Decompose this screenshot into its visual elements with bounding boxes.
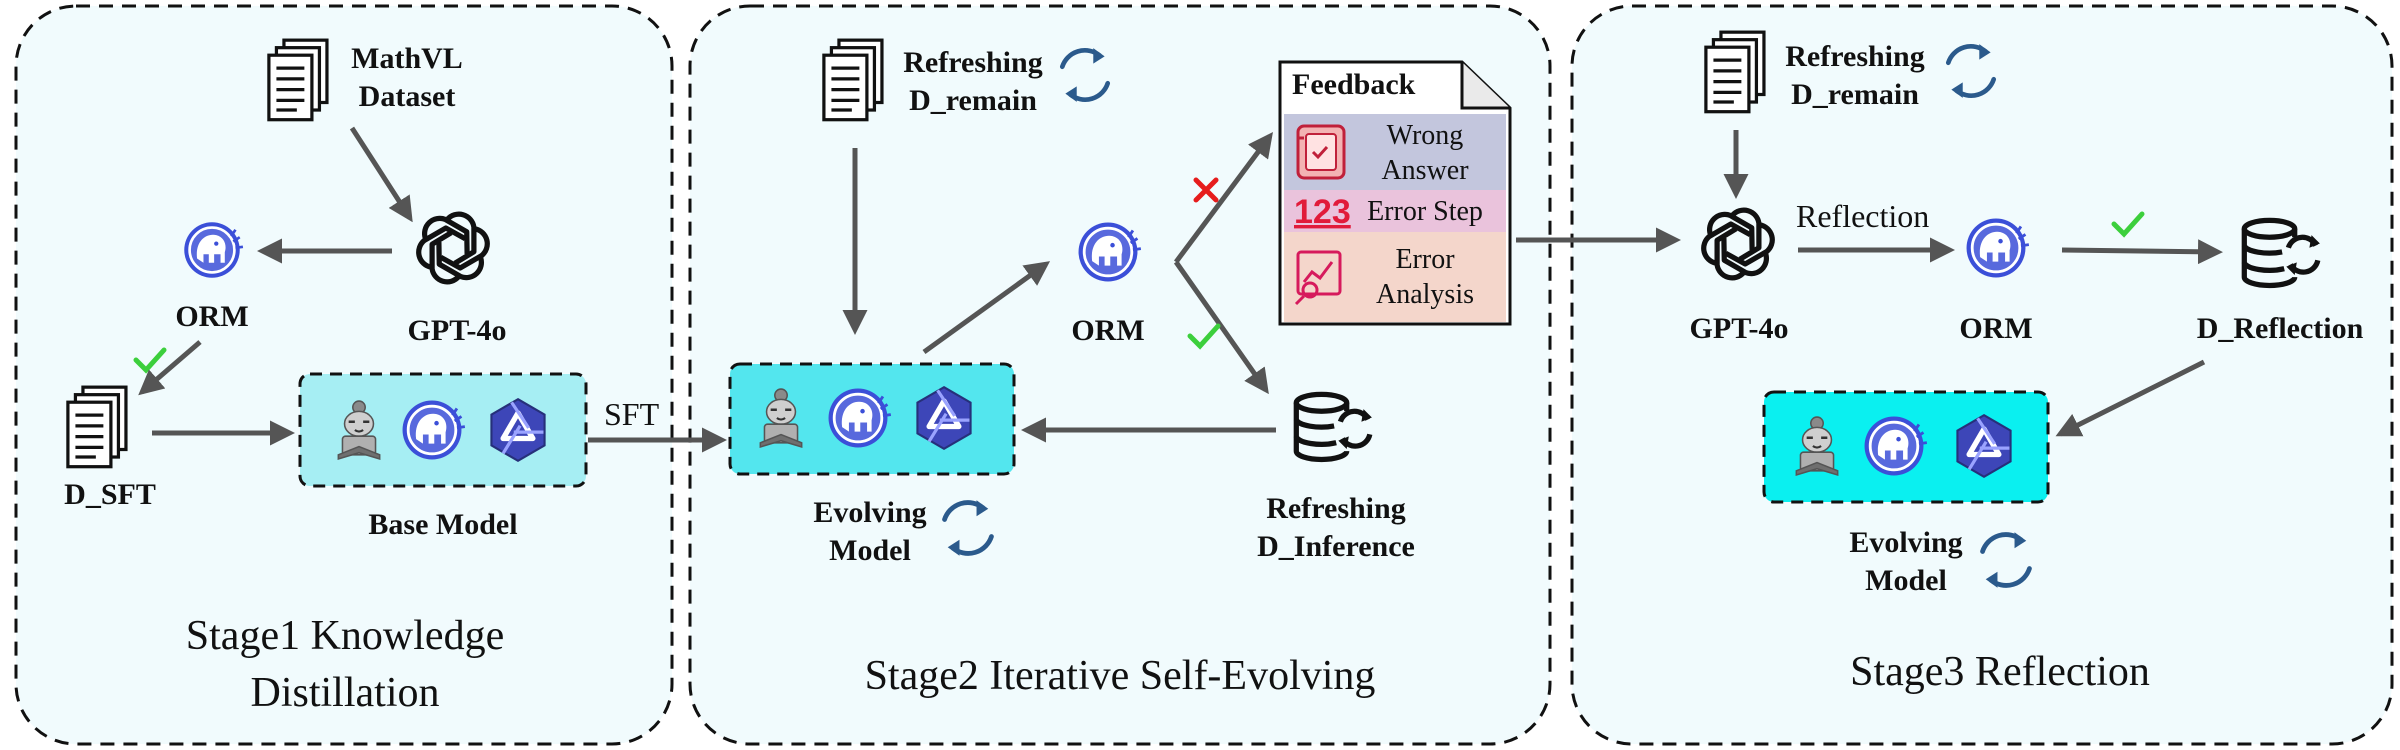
- arrow-evolving-to-orm: [922, 261, 1051, 355]
- stage1-title: Stage1 Knowledge Distillation: [185, 613, 505, 716]
- arrow-orm-to-reflection: [2061, 239, 2223, 265]
- base-model-label: Base Model: [368, 508, 518, 541]
- check-icon: [2111, 211, 2145, 238]
- refreshing-remain-document-icon: [1704, 30, 1766, 114]
- refreshing-remain-document-icon: [822, 38, 884, 122]
- arrow-orm-to-inference: [1173, 260, 1269, 395]
- stage2-title: Stage2 Iterative Self-Evolving: [864, 653, 1376, 699]
- refreshing-remain-label: Refreshing D_remain: [1785, 40, 1925, 111]
- stage3-panel: [1570, 4, 2394, 746]
- gpt4o-label: GPT-4o: [407, 314, 507, 347]
- d-reflection-label: D_Reflection: [2196, 312, 2364, 345]
- arrow-orm-to-feedback: [1173, 131, 1273, 264]
- evolving-model-label: Evolving Model: [1849, 526, 1963, 597]
- sft-label: SFT: [604, 396, 660, 432]
- wrong-answer-label: Wrong Answer: [1381, 120, 1469, 186]
- feedback-card: [1278, 60, 1512, 326]
- mathvl-document-icon: [267, 38, 329, 122]
- feedback-title: Feedback: [1292, 68, 1416, 101]
- dsft-document-icon: [66, 385, 128, 469]
- dsft-label: D_SFT: [64, 478, 156, 511]
- orm-label: ORM: [175, 300, 249, 333]
- gpt4o-label: GPT-4o: [1689, 312, 1789, 345]
- evolving-model-label: Evolving Model: [813, 496, 927, 567]
- arrow-reflection-to-evolving: [2055, 359, 2206, 437]
- orm-label: ORM: [1071, 314, 1145, 347]
- error-analysis-label: Error Analysis: [1376, 244, 1474, 310]
- stage3-title: Stage3 Reflection: [1850, 649, 2150, 695]
- check-icon: [1187, 323, 1221, 350]
- reflection-label: Reflection: [1796, 198, 1930, 234]
- refreshing-inference-label: Refreshing D_Inference: [1257, 492, 1415, 563]
- arrow-orm-to-dsft: [138, 340, 202, 396]
- orm-label: ORM: [1959, 312, 2033, 345]
- refreshing-remain-label: Refreshing D_remain: [903, 46, 1043, 117]
- arrow-mathvl-to-gpt: [349, 126, 413, 223]
- cross-icon: [1193, 177, 1219, 203]
- wrong-answer-icon: [1296, 124, 1346, 180]
- error-step-label: Error Step: [1367, 196, 1483, 227]
- chart-search-icon: [1294, 250, 1342, 306]
- mathvl-dataset-label: MathVL Dataset: [351, 42, 463, 113]
- number-icon: 123: [1294, 193, 1351, 231]
